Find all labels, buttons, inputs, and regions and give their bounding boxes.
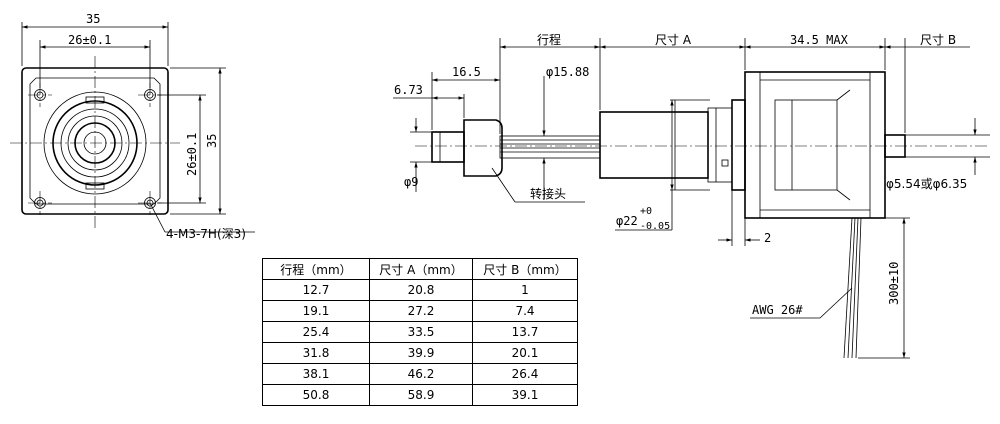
motor-body (744, 71, 886, 219)
adapter-part (463, 119, 503, 177)
dim-2: 2 (764, 231, 771, 245)
spec-table: 行程（mm） 尺寸 A（mm） 尺寸 B（mm） 12.7 20.8 1 19.… (262, 258, 578, 406)
cell-stroke: 25.4 (262, 321, 370, 343)
dim-dia-15-88: φ15.88 (546, 65, 589, 79)
cell-size-b: 1 (472, 279, 578, 301)
dim-tol-upper: +0 (640, 206, 652, 217)
table-row: 12.7 20.8 1 (262, 279, 578, 301)
cell-size-b: 13.7 (472, 321, 578, 343)
dim-size-a: 尺寸 A (655, 33, 692, 47)
dim-dia-9: φ9 (404, 175, 418, 189)
table-row: 38.1 46.2 26.4 (262, 363, 578, 385)
table-row: 19.1 27.2 7.4 (262, 300, 578, 322)
dim-dia-22: φ22 (616, 214, 638, 228)
thread-note: 4-M3-7H(深3) (166, 227, 246, 241)
wire-label: AWG 26# (752, 303, 803, 317)
cell-size-b: 26.4 (472, 363, 578, 385)
cell-size-b: 7.4 (472, 300, 578, 322)
dim-hole-spacing-h: 26±0.1 (68, 33, 111, 47)
cell-size-b: 39.1 (472, 384, 578, 406)
table-header-row: 行程（mm） 尺寸 A（mm） 尺寸 B（mm） (262, 258, 578, 280)
dim-stroke: 行程 (537, 32, 561, 47)
cell-size-a: 20.8 (369, 279, 473, 301)
table-row: 50.8 58.9 39.1 (262, 384, 578, 406)
cell-size-b: 20.1 (472, 342, 578, 364)
cell-size-a: 39.9 (369, 342, 473, 364)
front-view: 35 26±0.1 26±0.1 35 4-M3-7H(深3) (10, 12, 255, 241)
lead-wires (843, 217, 862, 359)
header-stroke: 行程（mm） (262, 258, 370, 280)
cell-stroke: 50.8 (262, 384, 370, 406)
nut (599, 111, 709, 179)
cell-size-a: 46.2 (369, 363, 473, 385)
table-row: 25.4 33.5 13.7 (262, 321, 578, 343)
dim-max-len: 34.5 MAX (790, 33, 849, 47)
dim-height: 35 (205, 134, 219, 148)
cell-stroke: 19.1 (262, 300, 370, 322)
cell-size-a: 33.5 (369, 321, 473, 343)
header-size-b: 尺寸 B（mm） (472, 258, 578, 280)
cell-stroke: 12.7 (262, 279, 370, 301)
cell-stroke: 38.1 (262, 363, 370, 385)
dim-shaft-dia: φ5.54或φ6.35 (886, 177, 967, 191)
dim-6-73: 6.73 (394, 83, 423, 97)
dim-16-5: 16.5 (452, 65, 481, 79)
cell-size-a: 58.9 (369, 384, 473, 406)
dim-tol-lower: -0.05 (640, 221, 670, 232)
dim-size-b: 尺寸 B (920, 33, 956, 47)
adapter-label: 转接头 (530, 186, 566, 201)
cell-stroke: 31.8 (262, 342, 370, 364)
header-size-a: 尺寸 A（mm） (369, 258, 473, 280)
dim-hole-spacing-v: 26±0.1 (185, 133, 199, 176)
dim-lead-len: 300±10 (887, 262, 901, 305)
dim-width: 35 (86, 12, 100, 26)
side-view: 行程 尺寸 A 34.5 MAX 尺寸 B 16.5 6.73 φ15.88 φ… (393, 32, 990, 359)
cell-size-a: 27.2 (369, 300, 473, 322)
table-row: 31.8 39.9 20.1 (262, 342, 578, 364)
